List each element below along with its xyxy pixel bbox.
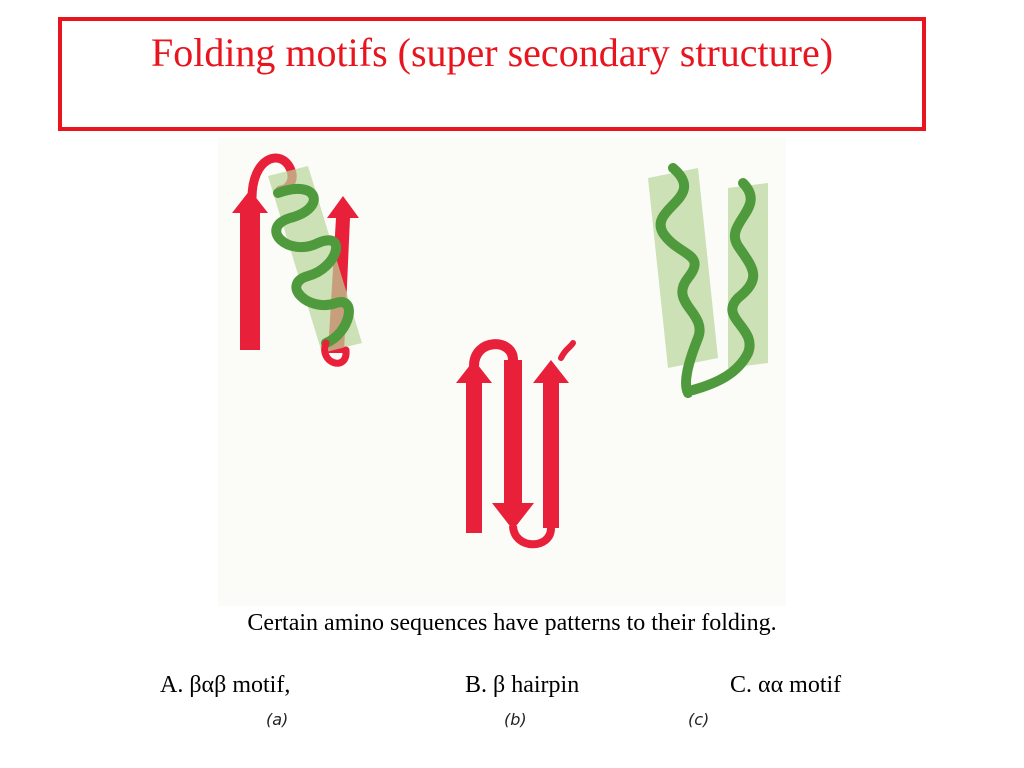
panel-b-bottom-turn [509, 525, 555, 549]
panel-b-tail [558, 340, 576, 361]
panel-a-beta-alpha-beta [232, 153, 362, 367]
panel-label-c: (c) [688, 710, 710, 729]
caption: Certain amino sequences have patterns to… [247, 610, 777, 636]
figure-panels: (a) (b) (c) [218, 138, 786, 729]
motif-c-label: C. αα motif [730, 672, 842, 698]
title-box: Folding motifs (super secondary structur… [58, 17, 926, 131]
panel-label-b: (b) [504, 710, 527, 729]
panel-a-helix [271, 183, 354, 348]
panel-b-middle-strand [492, 360, 534, 530]
panel-a-left-strand [232, 190, 268, 350]
slide-title: Folding motifs (super secondary structur… [150, 30, 834, 75]
panel-b-top-turn [469, 339, 518, 367]
panel-c-right-helix [688, 178, 759, 395]
panel-c-left-helix [655, 163, 705, 398]
motif-b-label: B. β hairpin [465, 672, 580, 698]
panel-b-right-strand [533, 360, 569, 528]
panel-b-left-strand [456, 360, 492, 533]
panel-b-beta-hairpin [456, 339, 576, 549]
panel-a-bottom-loop [321, 339, 350, 367]
panel-c-alpha-alpha [648, 163, 768, 398]
motif-illustrations [232, 153, 768, 549]
motif-a-label: A. βαβ motif, [160, 672, 291, 698]
panel-label-a: (a) [266, 710, 289, 729]
